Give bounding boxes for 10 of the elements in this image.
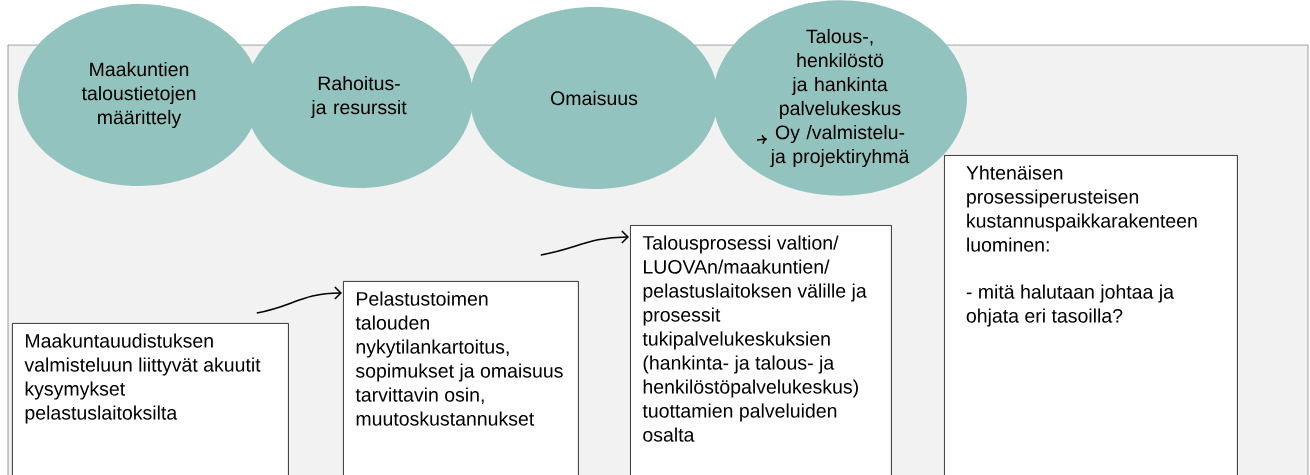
text-box: Maakuntauudistuksen valmisteluun liittyvät akuutit kysymykset pelastuslaitoksilta [12,323,289,475]
ellipse-node: Omaisuus [470,7,718,189]
curved-arrow [540,230,629,256]
text-box: Yhtenäisen prosessiperusteisen kustannuspaikkarakenteen luominen: - mitä halutaan johtaa ja ohjata eri tasoilla? [944,155,1238,475]
text-box: Talousprosessi valtion/LUOVAn/maakuntien/pelastuslaitoksen välille ja prosessit tukipalvelukeskuksien (hankinta- ja talous- ja henkilöstöpalvelukeskus) tuottamien palveluiden osalta [630,225,892,475]
ellipse-node: Talous-, henkilöstö ja hankinta palvelukeskus Oy /valmistelu- ja projektiryhmä [713,0,967,196]
curved-arrow [256,286,342,314]
ellipse-node: Maakuntien taloustietojen määrittely [18,4,260,186]
ellipse-node: Rahoitus- ja resurssit [245,6,473,188]
text-box: Pelastustoimen talouden nykytilankartoitus, sopimukset ja omaisuus tarvittavin osin, muutoskustannukset [343,281,579,475]
